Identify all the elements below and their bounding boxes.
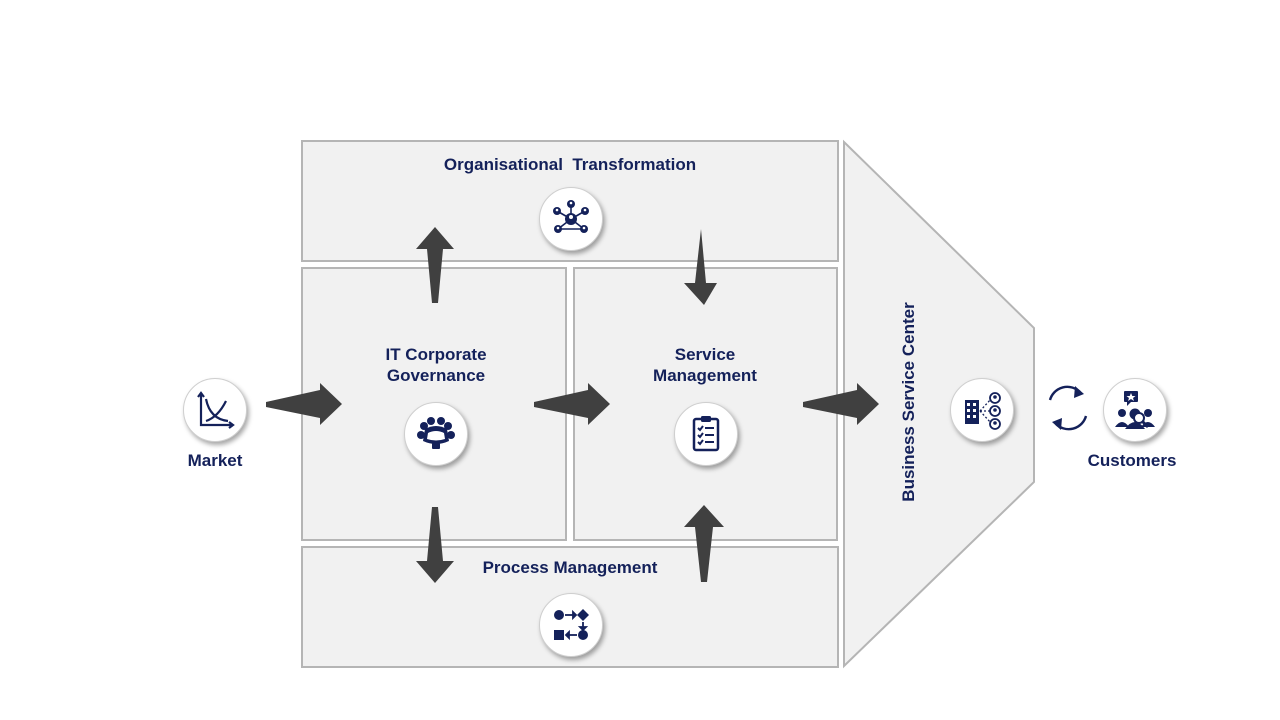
arrow-governance-to-org-transformation bbox=[416, 227, 454, 303]
customers-review-icon bbox=[1103, 378, 1167, 442]
org-transformation-label: Organisational Transformation bbox=[443, 155, 697, 174]
customers-label: Customers bbox=[1087, 451, 1177, 470]
process-flow-icon bbox=[539, 593, 603, 657]
network-people-icon bbox=[539, 187, 603, 251]
it-governance-label: IT Corporate Governance bbox=[385, 345, 487, 385]
arrow-governance-to-process bbox=[416, 507, 454, 583]
arrow-governance-to-service bbox=[534, 383, 610, 425]
arrow-process-to-service bbox=[684, 505, 724, 582]
clipboard-checklist-icon bbox=[674, 402, 738, 466]
arrow-org-transformation-to-service bbox=[684, 229, 717, 305]
boardroom-meeting-icon bbox=[404, 402, 468, 466]
arrow-market-to-governance bbox=[266, 383, 342, 425]
arrow-service-to-bsc bbox=[803, 383, 879, 425]
market-chart-icon bbox=[183, 378, 247, 442]
service-management-label: Service Management bbox=[653, 345, 757, 385]
building-users-icon bbox=[950, 378, 1014, 442]
market-label: Market bbox=[187, 451, 243, 470]
process-management-label: Process Management bbox=[482, 558, 658, 577]
